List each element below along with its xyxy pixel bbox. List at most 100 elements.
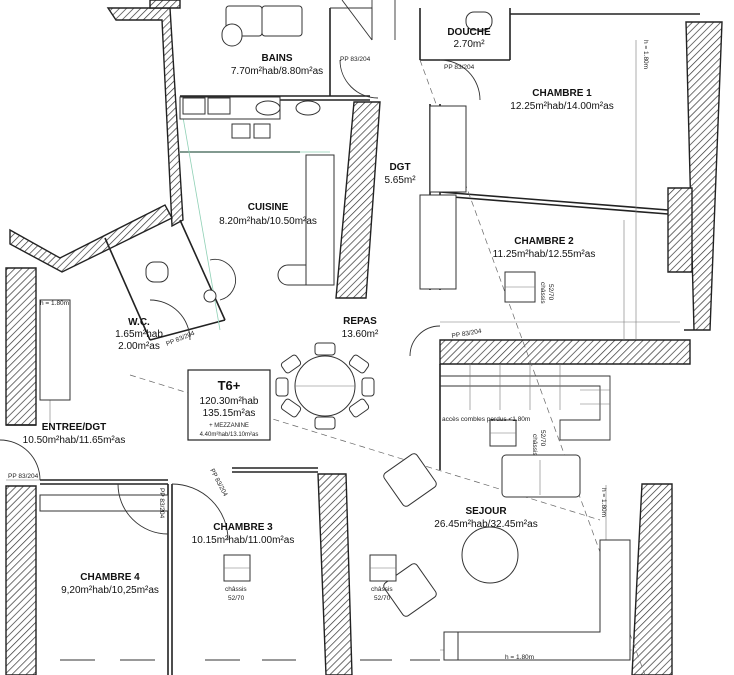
wall-right-upper — [684, 21, 723, 331]
door-swing-wc-inner — [209, 258, 237, 301]
toilet-bains — [221, 23, 243, 47]
wall-center-dgt — [335, 101, 381, 299]
door-bains — [330, 7, 373, 40]
door-swing-bains — [339, 59, 379, 99]
chassis-size-c3: 52/70 — [228, 595, 245, 602]
door-label-chambre3: PP 83/204 — [208, 468, 229, 498]
room-wc-area2: 2.00m²as — [118, 341, 160, 352]
height-label-entree: h = 1.80m — [40, 300, 69, 307]
wall-top-left — [106, 7, 184, 228]
door-swing-chambre2 — [409, 325, 441, 357]
wall-top-stub — [149, 0, 181, 9]
door-label-douche: PP 83/204 — [444, 64, 475, 71]
chassis-label-sejour2: châssis — [371, 586, 393, 593]
wall-stair-band — [439, 339, 691, 365]
chassis-size-sejour2: 52/70 — [374, 595, 391, 602]
summary-box: T6+ 120.30m²hab 135.15m²as + MEZZANINE 4… — [187, 369, 271, 441]
room-dgt-name: DGT — [389, 162, 410, 173]
stair-outline — [440, 375, 611, 441]
chair — [280, 398, 302, 418]
room-wc-name: W.C. — [128, 317, 150, 328]
chassis-label-c2: châssis — [539, 282, 546, 304]
kitchen-island — [305, 154, 335, 286]
door-swing-entree — [0, 439, 41, 481]
room-repas-name: REPAS — [343, 316, 377, 327]
room-entree-area: 10.50m²hab/11.65m²as — [23, 435, 126, 446]
sink-2 — [295, 100, 321, 116]
chair — [314, 416, 336, 430]
wc-fixtures — [145, 261, 217, 303]
entree-closet — [39, 299, 71, 401]
door-label-chambre4: PP 83/204 — [158, 488, 165, 519]
living-furniture — [383, 453, 631, 661]
room-chambre2-area: 11.25m²hab/12.55m²as — [493, 249, 596, 260]
summary-frame — [187, 369, 271, 441]
toilet-wc — [145, 261, 169, 283]
wardrobe-chambre1 — [429, 105, 467, 193]
kitchen-sink — [231, 123, 251, 139]
room-sejour-area: 26.45m²hab/32.45m²as — [434, 519, 537, 530]
summary-as: 135.15m²as — [203, 408, 256, 419]
armchair-2 — [383, 563, 437, 617]
door-swing-chambre3 — [171, 483, 229, 541]
room-cuisine-area: 8.20m²hab/10.50m²as — [219, 216, 317, 227]
room-chambre4-name: CHAMBRE 4 — [80, 572, 140, 583]
room-chambre1-name: CHAMBRE 1 — [532, 88, 592, 99]
summary-type: T6+ — [218, 378, 241, 393]
chair — [314, 342, 336, 356]
chassis-size-c2: 52/70 — [547, 284, 554, 301]
height-label-sejour: h = 1.80m — [600, 488, 607, 517]
room-douche-area: 2.70m² — [453, 39, 485, 50]
exterior-walls — [5, 0, 723, 675]
top-stairs — [341, 0, 396, 41]
wall-right-mid — [667, 187, 693, 273]
wall-chambre3-right — [317, 473, 353, 675]
staircase — [341, 0, 611, 441]
room-repas-area: 13.60m² — [342, 329, 379, 340]
room-chambre2-name: CHAMBRE 2 — [514, 236, 574, 247]
wc-sink — [203, 289, 217, 303]
room-chambre3-area: 10.15m²hab/11.00m²as — [192, 535, 295, 546]
wall-left-lower — [5, 485, 37, 675]
room-chambre1-area: 12.25m²hab/14.00m²as — [510, 101, 613, 112]
chair — [348, 354, 370, 374]
summary-mezzanine-area: 4.40m²hab/13.10m²as — [200, 432, 259, 438]
height-label-sejour-bottom: h = 1.80m — [505, 654, 534, 661]
door-swing-chambre4 — [117, 483, 169, 535]
chair — [275, 377, 289, 397]
room-chambre4-area: 9,20m²hab/10,25m²as — [61, 585, 159, 596]
height-label-chambre1: h = 1.80m — [642, 40, 649, 69]
armchair-1 — [383, 453, 437, 507]
chassis-label-c3: châssis — [225, 586, 247, 593]
room-dgt-area: 5.65m² — [384, 175, 416, 186]
room-labels: BAINS 7.70m²hab/8.80m²as DOUCHE 2.70m² C… — [23, 27, 614, 596]
room-sejour-name: SEJOUR — [465, 506, 507, 517]
sofa-top — [501, 454, 581, 498]
chair — [361, 377, 375, 397]
wall-left-upper — [5, 267, 37, 426]
bathroom-fixtures — [179, 5, 493, 286]
combles-label: accès combles perdus <1.80m — [442, 416, 530, 423]
door-label-chambre2: PP 83/204 — [451, 328, 482, 340]
chassis-size-sejour: 52/70 — [539, 430, 546, 447]
chair — [280, 354, 302, 374]
room-bains-name: BAINS — [261, 53, 292, 64]
wall-right-lower — [631, 483, 673, 675]
door-label-bains: PP 83/204 — [340, 56, 371, 63]
room-wc-area1: 1.65m²hab — [115, 329, 163, 340]
chair — [348, 398, 370, 418]
room-cuisine-name: CUISINE — [248, 202, 289, 213]
wardrobe-chambre2 — [419, 194, 457, 290]
summary-hab: 120.30m²hab — [200, 396, 259, 407]
door-swing-douche — [439, 59, 481, 101]
skylights — [223, 271, 536, 582]
chassis-label-sejour: châssis — [531, 434, 538, 456]
sink-1 — [255, 100, 281, 116]
wardrobe-chambre4 — [39, 494, 169, 512]
cooktop — [182, 97, 206, 115]
room-chambre3-name: CHAMBRE 3 — [213, 522, 273, 533]
door-swing-wc — [149, 299, 191, 341]
door-label-entree: PP 83/204 — [8, 473, 39, 480]
wall-diagonal-left — [9, 204, 173, 273]
